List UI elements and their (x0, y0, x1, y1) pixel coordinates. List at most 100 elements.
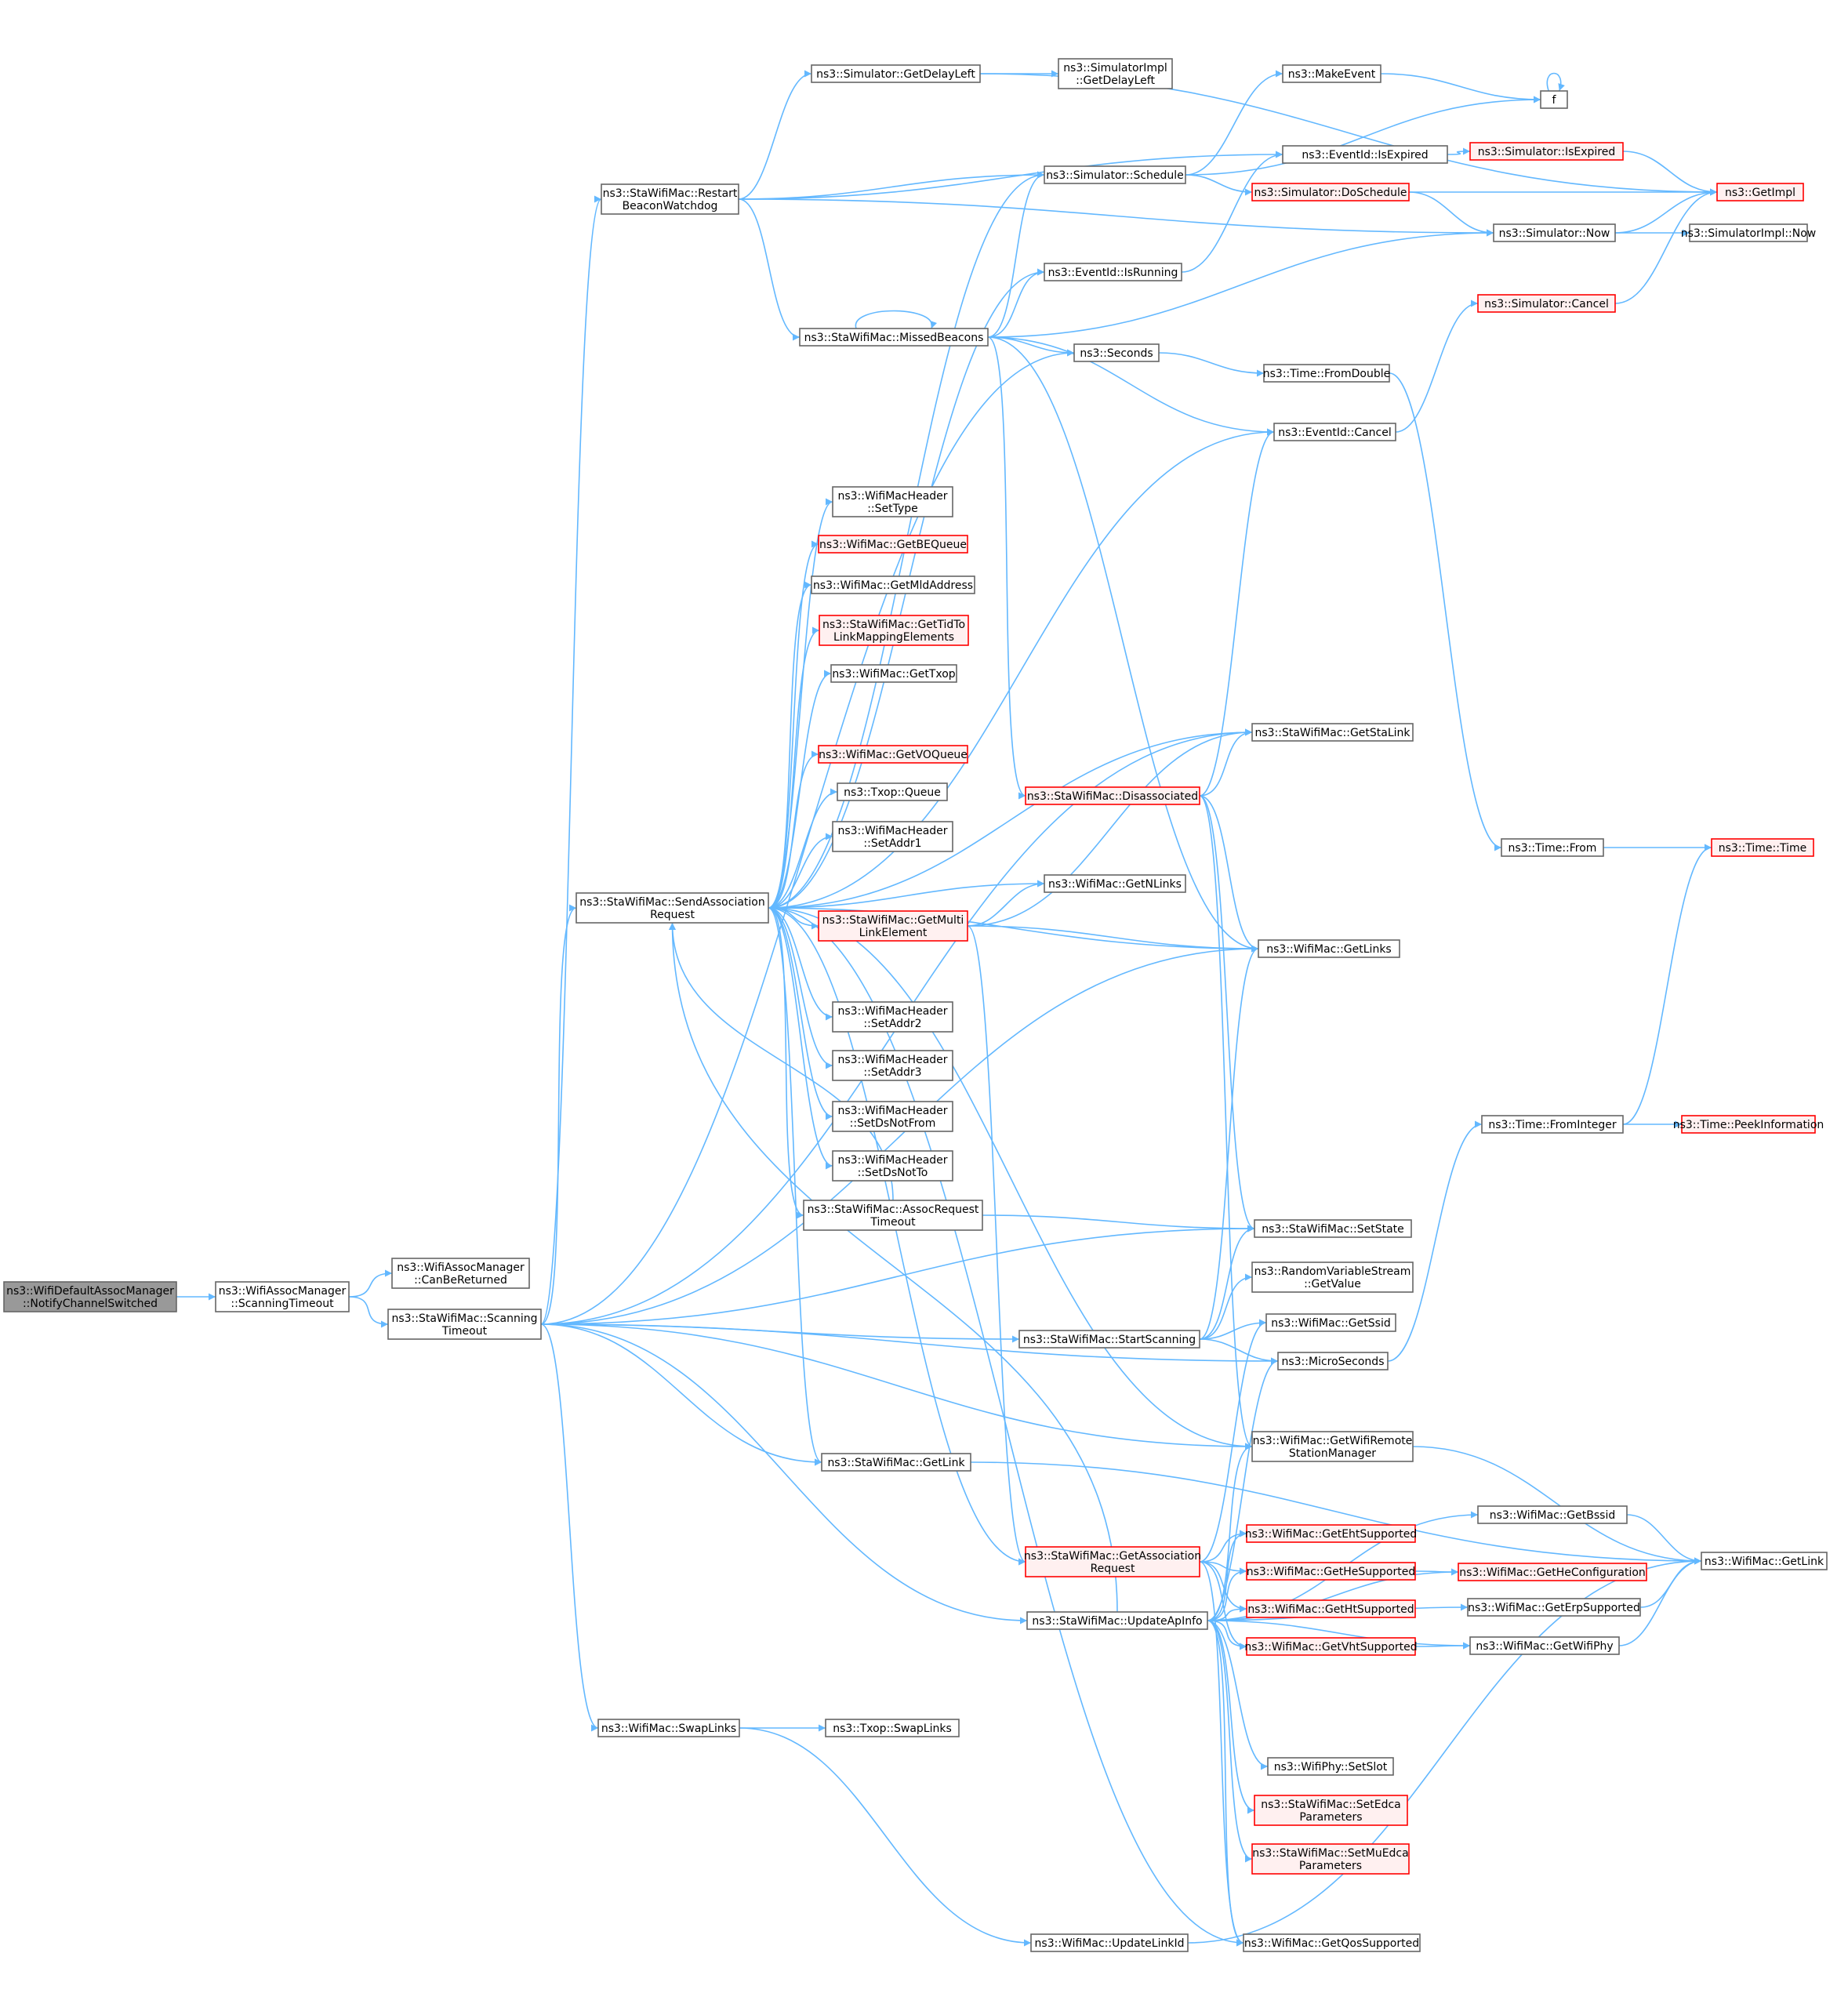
node-make-event[interactable]: ns3::MakeEvent (1282, 64, 1381, 83)
node-label: ns3::StaWifiMac::SetEdca (1261, 1799, 1401, 1811)
node-set-addr2[interactable]: ns3::WifiMacHeader::SetAddr2 (832, 1001, 953, 1033)
node-rvs-get-value[interactable]: ns3::RandomVariableStream::GetValue (1251, 1262, 1414, 1293)
node-get-sta-link[interactable]: ns3::StaWifiMac::GetStaLink (1251, 723, 1414, 742)
node-set-addr1[interactable]: ns3::WifiMacHeader::SetAddr1 (832, 821, 953, 852)
node-label: ns3::WifiMac::GetLinks (1266, 943, 1391, 956)
node-get-eht[interactable]: ns3::WifiMac::GetEhtSupported (1245, 1524, 1418, 1543)
node-box (799, 328, 989, 347)
node-label: ns3::Time::FromInteger (1488, 1119, 1616, 1131)
node-box (803, 1200, 983, 1231)
node-get-links[interactable]: ns3::WifiMac::GetLinks (1258, 939, 1400, 958)
edge-get-wifi-phy-to-wifi-get-link (1618, 1557, 1702, 1646)
node-get-erp[interactable]: ns3::WifiMac::GetErpSupported (1467, 1598, 1641, 1617)
node-get-bssid[interactable]: ns3::WifiMac::GetBssid (1477, 1505, 1628, 1524)
node-wifi-get-link[interactable]: ns3::WifiMac::GetLink (1701, 1552, 1828, 1570)
node-set-ds-not-from[interactable]: ns3::WifiMacHeader::SetDsNotFrom (832, 1101, 953, 1132)
node-time-time[interactable]: ns3::Time::Time (1711, 838, 1814, 857)
node-get-wifi-phy[interactable]: ns3::WifiMac::GetWifiPhy (1469, 1636, 1620, 1655)
node-get-delay-left[interactable]: ns3::Simulator::GetDelayLeft (811, 64, 981, 83)
node-get-ssid[interactable]: ns3::WifiMac::GetSsid (1265, 1313, 1396, 1332)
node-set-state[interactable]: ns3::StaWifiMac::SetState (1254, 1219, 1412, 1238)
node-missed-beacons[interactable]: ns3::StaWifiMac::MissedBeacons (799, 328, 989, 347)
node-get-he[interactable]: ns3::WifiMac::GetHeSupported (1246, 1562, 1416, 1581)
node-sta-get-link[interactable]: ns3::StaWifiMac::GetLink (821, 1453, 971, 1472)
node-peek-info[interactable]: ns3::Time::PeekInformation (1673, 1115, 1824, 1134)
node-get-he-config[interactable]: ns3::WifiMac::GetHeConfiguration (1458, 1563, 1647, 1581)
node-sim-cancel[interactable]: ns3::Simulator::Cancel (1477, 294, 1616, 313)
node-get-voqueue[interactable]: ns3::WifiMac::GetVOQueue (818, 745, 968, 764)
node-txop-swap-links[interactable]: ns3::Txop::SwapLinks (825, 1719, 960, 1737)
node-get-vht[interactable]: ns3::WifiMac::GetVhtSupported (1244, 1637, 1418, 1656)
node-get-qos[interactable]: ns3::WifiMac::GetQosSupported (1243, 1933, 1421, 1952)
node-seconds[interactable]: ns3::Seconds (1073, 343, 1160, 362)
node-scan-timeout[interactable]: ns3::WifiAssocManager::ScanningTimeout (215, 1281, 350, 1312)
node-get-ht[interactable]: ns3::WifiMac::GetHtSupported (1246, 1599, 1416, 1618)
node-micro-seconds[interactable]: ns3::MicroSeconds (1277, 1352, 1389, 1370)
edge-micro-seconds-to-from-integer (1387, 1120, 1483, 1362)
node-box (1265, 1313, 1396, 1332)
node-label: ns3::SimulatorImpl::Now (1681, 227, 1817, 240)
edge-missed-beacons-to-get-links (987, 336, 1259, 953)
node-label: ::SetAddr2 (863, 1018, 921, 1030)
node-get-txop[interactable]: ns3::WifiMac::GetTxop (830, 664, 957, 683)
node-box (819, 615, 969, 646)
node-update-link-id[interactable]: ns3::WifiMac::UpdateLinkId (1030, 1933, 1189, 1952)
node-label: ns3::WifiMac::GetBEQueue (819, 539, 967, 551)
node-get-wifi-rsm[interactable]: ns3::WifiMac::GetWifiRemoteStationManage… (1251, 1431, 1414, 1462)
node-sim-now[interactable]: ns3::Simulator::Now (1493, 223, 1616, 242)
node-set-type[interactable]: ns3::WifiMacHeader::SetType (832, 486, 953, 517)
edge-send-assoc-to-set-ds-not-from (768, 907, 833, 1120)
node-box (1540, 90, 1568, 109)
node-box (1073, 343, 1160, 362)
node-do-schedule[interactable]: ns3::Simulator::DoSchedule (1251, 183, 1410, 201)
node-get-tid-to[interactable]: ns3::StaWifiMac::GetTidToLinkMappingElem… (819, 615, 969, 646)
node-is-running[interactable]: ns3::EventId::IsRunning (1044, 263, 1182, 281)
node-box (1254, 1219, 1412, 1238)
node-impl-get-delay-left[interactable]: ns3::SimulatorImpl::GetDelayLeft (1058, 58, 1173, 89)
node-event-is-expired[interactable]: ns3::EventId::IsExpired (1282, 145, 1448, 164)
node-can-be-returned[interactable]: ns3::WifiAssocManager::CanBeReturned (391, 1258, 530, 1289)
node-set-ds-not-to[interactable]: ns3::WifiMacHeader::SetDsNotTo (832, 1150, 953, 1182)
node-label: ::CanBeReturned (414, 1274, 507, 1287)
node-sta-scan-timeout[interactable]: ns3::StaWifiMac::ScanningTimeout (387, 1309, 542, 1340)
edge-disassociated-to-get-links (1199, 795, 1259, 953)
edge-start-scanning-to-get-ssid (1199, 1319, 1267, 1340)
node-get-impl[interactable]: ns3::GetImpl (1716, 183, 1804, 201)
node-label: ns3::WifiMac::GetSsid (1271, 1317, 1390, 1330)
node-time-from[interactable]: ns3::Time::From (1501, 838, 1604, 857)
node-impl-now[interactable]: ns3::SimulatorImpl::Now (1681, 223, 1817, 242)
node-get-nlinks[interactable]: ns3::WifiMac::GetNLinks (1044, 874, 1186, 893)
node-get-mld-address[interactable]: ns3::WifiMac::GetMldAddress (811, 575, 975, 594)
node-disassociated[interactable]: ns3::StaWifiMac::Disassociated (1025, 786, 1200, 805)
node-root[interactable]: ns3::WifiDefaultAssocManager::NotifyChan… (3, 1281, 177, 1312)
node-from-double[interactable]: ns3::Time::FromDouble (1263, 364, 1391, 383)
node-box (832, 1101, 953, 1132)
edge-sta-scan-timeout-to-seconds (540, 349, 1075, 1325)
node-f[interactable]: f (1540, 90, 1568, 109)
node-update-ap-info[interactable]: ns3::StaWifiMac::UpdateApInfo (1026, 1611, 1208, 1630)
node-from-integer[interactable]: ns3::Time::FromInteger (1481, 1115, 1624, 1134)
edge-restart-beacon-to-get-delay-left (738, 70, 812, 200)
node-set-slot[interactable]: ns3::WifiPhy::SetSlot (1267, 1757, 1394, 1776)
node-box (1025, 1546, 1200, 1577)
node-event-cancel[interactable]: ns3::EventId::Cancel (1273, 423, 1396, 441)
node-swap-links[interactable]: ns3::WifiMac::SwapLinks (597, 1719, 740, 1737)
edge-disassociated-to-get-sta-link (1199, 728, 1253, 797)
edge-send-assoc-to-event-cancel (768, 428, 1275, 909)
node-schedule[interactable]: ns3::Simulator::Schedule (1044, 165, 1186, 184)
node-sim-is-expired[interactable]: ns3::Simulator::IsExpired (1469, 142, 1624, 161)
node-set-addr3[interactable]: ns3::WifiMacHeader::SetAddr3 (832, 1050, 953, 1081)
node-start-scanning[interactable]: ns3::StaWifiMac::StartScanning (1018, 1330, 1200, 1349)
node-txop-queue[interactable]: ns3::Txop::Queue (837, 782, 948, 801)
node-label: ns3::StaWifiMac::GetStaLink (1254, 727, 1411, 739)
node-label: LinkMappingElements (833, 631, 954, 644)
node-get-bequeue[interactable]: ns3::WifiMac::GetBEQueue (818, 535, 968, 554)
node-box (821, 1453, 971, 1472)
